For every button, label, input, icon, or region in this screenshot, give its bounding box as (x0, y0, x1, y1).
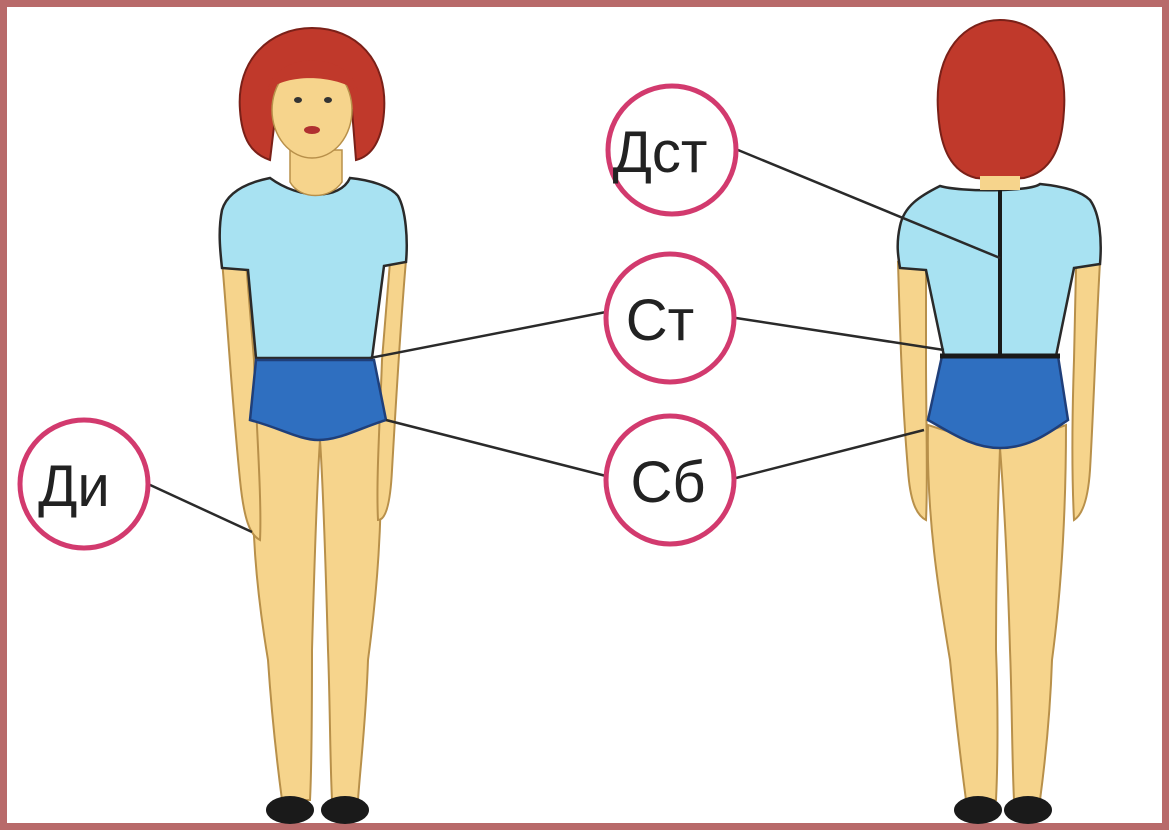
back-right-leg (1000, 425, 1066, 800)
back-left-leg (928, 425, 1000, 800)
back-neck (980, 176, 1020, 190)
leader-di (148, 484, 252, 532)
back-right-shoe (1004, 796, 1052, 824)
back-right-arm (1073, 262, 1101, 520)
label-di-group: Ди (20, 420, 148, 548)
front-figure (220, 28, 407, 824)
front-right-leg (320, 420, 381, 800)
back-left-arm (898, 262, 927, 520)
label-st: Ст (626, 288, 694, 353)
label-di: Ди (38, 454, 110, 519)
front-right-arm (377, 260, 406, 520)
label-sb-group: Сб (606, 416, 734, 544)
front-right-shoe (321, 796, 369, 824)
leader-st-front (370, 312, 606, 358)
back-hair (938, 20, 1065, 180)
back-left-shoe (954, 796, 1002, 824)
label-dst: Дст (613, 120, 708, 185)
leader-sb-back (736, 430, 924, 478)
front-eye-right (324, 97, 332, 103)
front-mouth (304, 126, 320, 134)
front-eye-left (294, 97, 302, 103)
back-figure (898, 20, 1101, 824)
label-st-group: Ст (606, 254, 734, 382)
leader-sb-front (386, 420, 606, 476)
label-sb: Сб (630, 450, 705, 515)
front-left-leg (253, 420, 320, 800)
label-dst-group: Дст (608, 86, 736, 214)
front-left-shoe (266, 796, 314, 824)
